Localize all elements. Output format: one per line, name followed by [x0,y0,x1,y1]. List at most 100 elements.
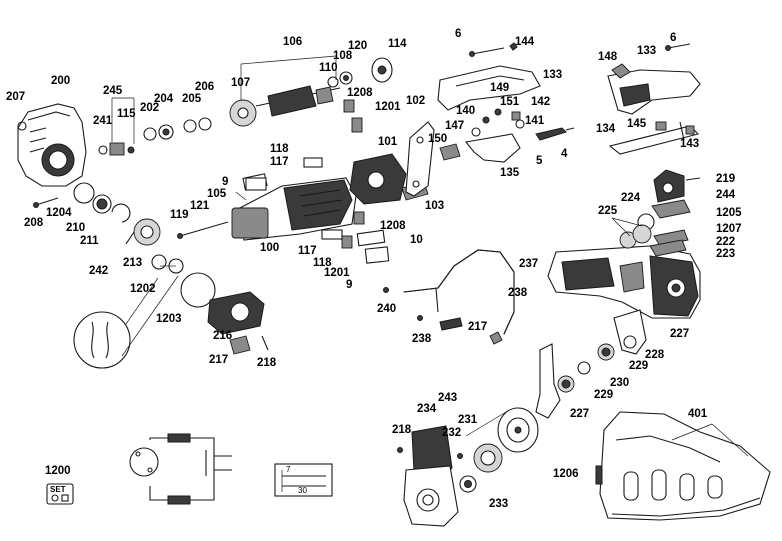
label-142: 142 [531,96,551,108]
label-229-lower: 229 [594,389,614,401]
label-210: 210 [66,222,86,234]
label-117-lower: 117 [298,245,317,257]
label-218: 218 [257,357,277,369]
end-cap-216 [207,291,269,355]
label-202: 202 [140,102,160,114]
label-120: 120 [348,40,368,52]
label-232: 232 [442,427,462,439]
fan-baffle-114 [371,57,393,83]
dimension-30: 30 [298,486,307,495]
label-135: 135 [500,167,520,179]
label-204: 204 [154,93,174,105]
label-1200: 1200 [45,465,71,477]
label-118: 118 [270,143,289,155]
label-148: 148 [598,51,618,63]
armature-106 [229,71,353,127]
label-9: 9 [222,176,229,188]
label-234: 234 [417,403,437,415]
label-227-lower: 227 [570,408,590,420]
label-1208-lower: 1208 [380,220,406,232]
label-121: 121 [190,200,210,212]
label-1201-lower: 1201 [324,267,350,279]
label-237: 237 [519,258,539,270]
label-117: 117 [270,156,289,168]
label-5: 5 [536,155,543,167]
label-208: 208 [24,217,44,229]
brush-holders [245,157,390,264]
label-1208: 1208 [347,87,373,99]
gear-pulley-243 [457,407,539,493]
label-140: 140 [456,105,476,117]
label-218-lower: 218 [392,424,412,436]
set-badge-text: SET [50,485,66,494]
gasket-1203 [180,272,216,308]
label-231: 231 [458,414,478,426]
brush-1208-top [343,99,355,113]
label-133-right: 133 [637,45,657,57]
label-6-right: 6 [670,32,677,44]
label-224: 224 [621,192,641,204]
label-1207: 1207 [716,223,742,235]
handle-133-right [607,43,701,115]
arm-227 [535,309,647,419]
label-106: 106 [283,36,303,48]
label-223: 223 [716,248,736,260]
label-143: 143 [680,138,700,150]
label-6: 6 [455,28,462,40]
label-233: 233 [489,498,509,510]
dimension-detail [274,463,333,497]
label-147: 147 [445,120,465,132]
label-107: 107 [231,77,251,89]
label-141: 141 [525,115,545,127]
label-134: 134 [596,123,616,135]
detail-inset-1202 [73,275,179,369]
handle-133 [437,42,541,111]
switch-135 [439,108,575,163]
label-150: 150 [428,133,448,145]
gear-cover-244 [619,169,701,257]
bracket-102 [405,121,435,197]
bracket-134 [608,121,700,155]
label-4: 4 [561,148,568,160]
label-151: 151 [500,96,520,108]
motor-housing-200 [17,103,87,187]
label-228: 228 [645,349,665,361]
label-100: 100 [260,242,280,254]
label-222: 222 [716,236,736,248]
small-parts-row [98,117,212,156]
label-133: 133 [543,69,563,81]
set-badge-icon [46,483,74,505]
label-245: 245 [103,85,123,97]
brush-1201-bottom [341,235,353,249]
label-238: 238 [508,287,528,299]
label-230: 230 [610,377,630,389]
gear-case-223 [547,245,701,319]
label-240: 240 [377,303,397,315]
label-102: 102 [406,95,426,107]
label-110: 110 [319,62,338,74]
label-216: 216 [213,330,233,342]
label-108: 108 [333,50,353,62]
label-105: 105 [207,188,227,200]
guard-234 [397,425,459,527]
label-211: 211 [80,235,99,247]
label-103: 103 [425,200,445,212]
label-217-lower: 217 [209,354,229,366]
label-144: 144 [515,36,535,48]
label-205: 205 [182,93,202,105]
brush-1201-top [351,117,363,133]
label-200: 200 [51,75,71,87]
label-10: 10 [410,234,423,246]
bearing-1204-group [33,182,131,223]
motor-field-101 [349,153,429,205]
label-1201: 1201 [375,101,401,113]
label-1203: 1203 [156,313,182,325]
label-213: 213 [123,257,143,269]
label-1204: 1204 [46,207,72,219]
leader-lines [111,55,749,457]
label-101: 101 [378,136,398,148]
brush-1208-bottom [353,211,365,225]
blade-guard-401 [595,411,771,521]
